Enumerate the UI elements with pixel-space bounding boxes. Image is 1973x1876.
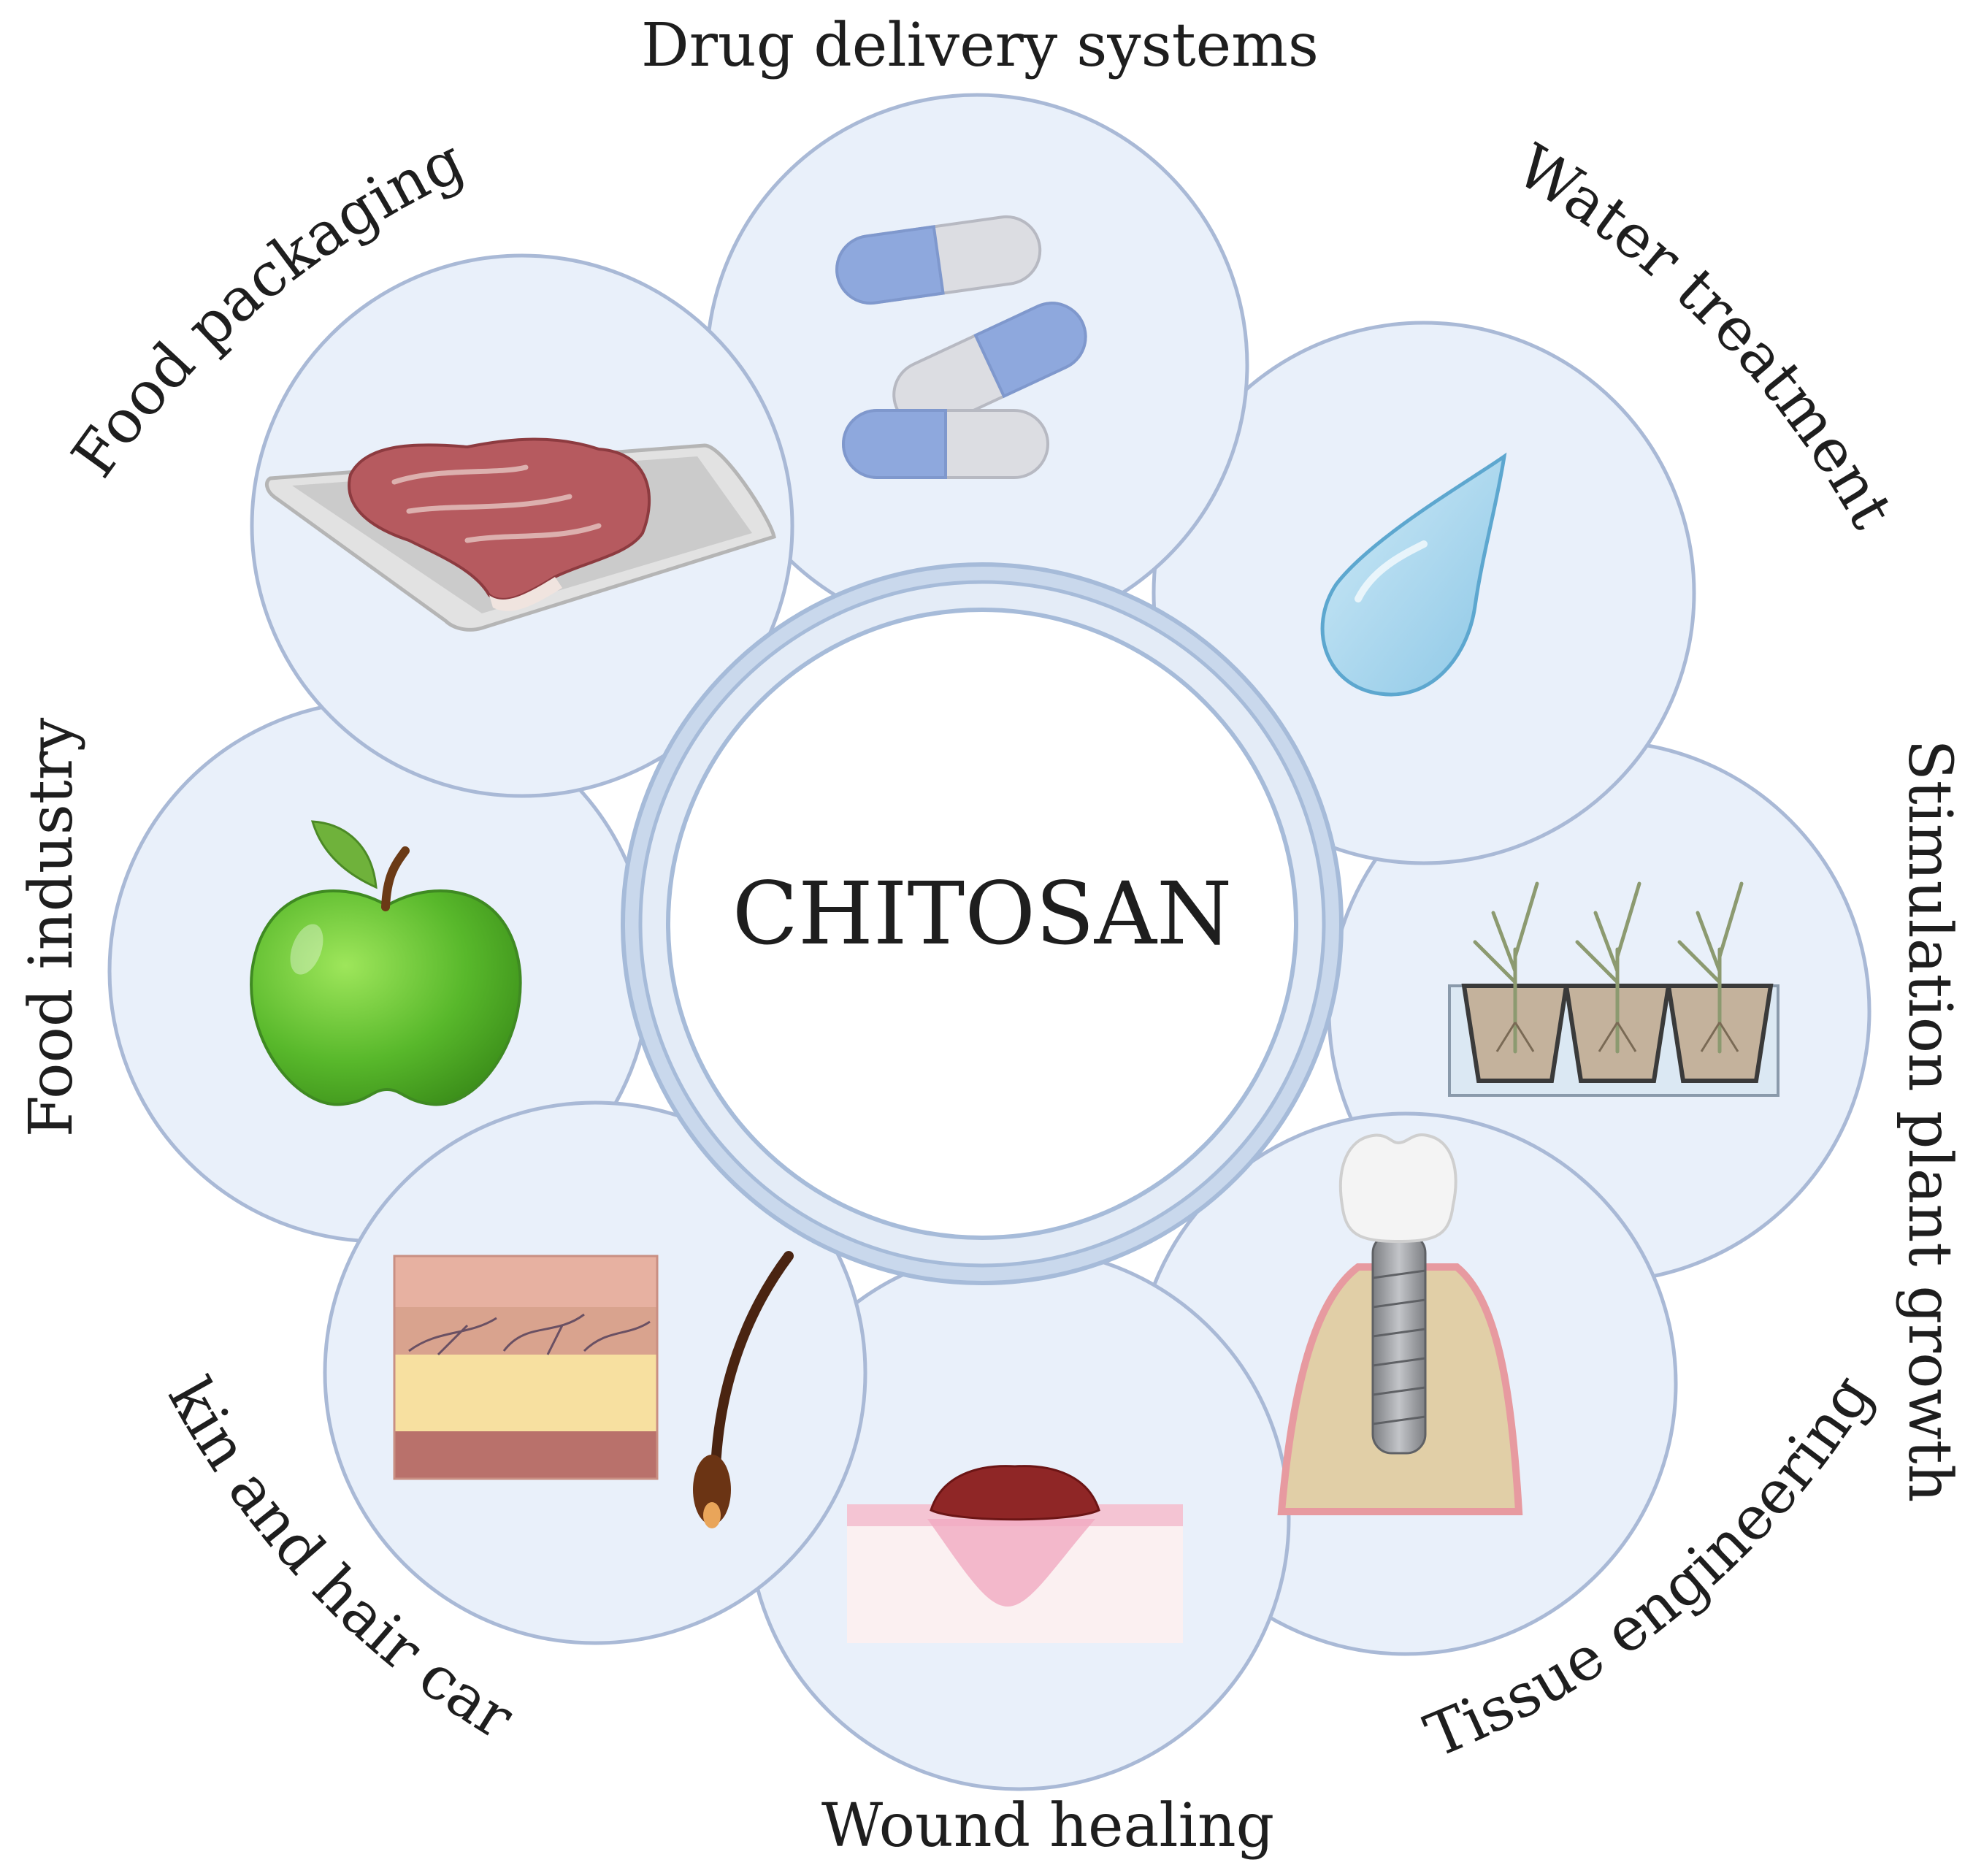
skin-wound-icon <box>847 1465 1183 1643</box>
center-label: CHITOSAN <box>732 863 1233 964</box>
label-stimulation-plant-growth: Stimulation plant growth <box>1895 740 1964 1503</box>
water-drop-icon <box>1320 452 1507 697</box>
label-drug-delivery: Drug delivery systems <box>641 11 1319 80</box>
capsule-pills-icon <box>835 215 1087 479</box>
label-wound-healing: Wound healing <box>821 1791 1274 1861</box>
meat-tray-icon <box>264 437 776 632</box>
plant-seedlings-icon <box>1448 881 1779 1097</box>
center-hub: CHITOSAN <box>621 562 1344 1285</box>
green-apple-icon <box>250 820 522 1106</box>
skin-hair-icon <box>393 1251 794 1528</box>
dental-implant-icon <box>1277 1133 1523 1515</box>
label-food-industry: Food industry <box>17 717 86 1137</box>
